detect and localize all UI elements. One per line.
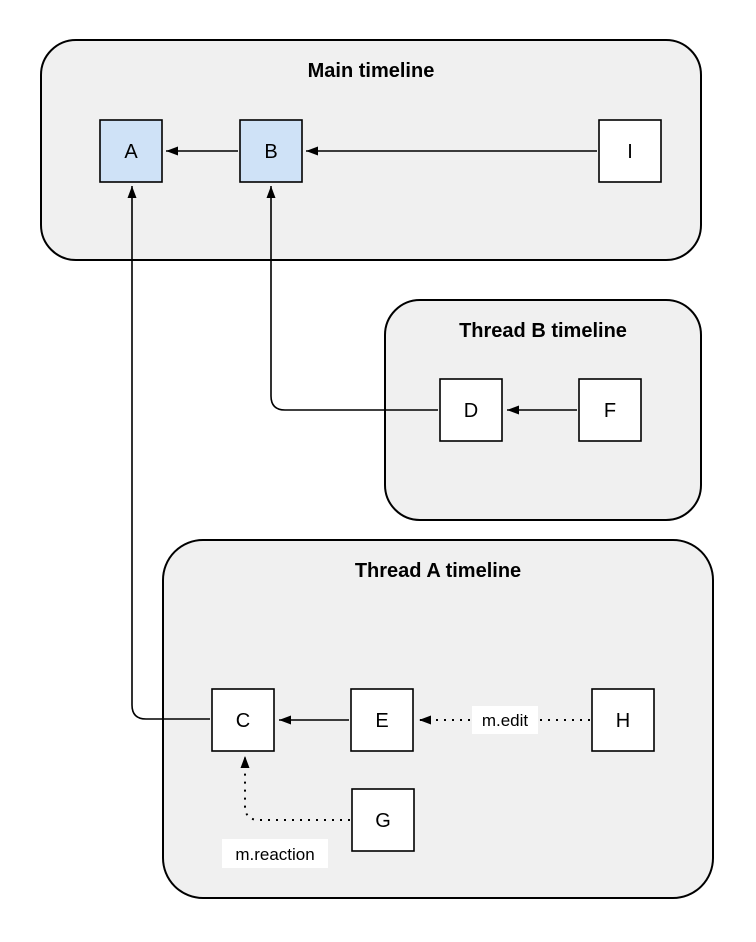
node-label-I: I xyxy=(627,141,633,163)
node-A: A xyxy=(99,119,163,183)
node-box-I xyxy=(598,119,662,183)
node-C: C xyxy=(211,688,275,752)
node-F: F xyxy=(578,378,642,442)
node-box-H xyxy=(591,688,655,752)
container-title-main-timeline: Main timeline xyxy=(308,60,435,82)
node-label-H: H xyxy=(616,710,630,732)
edge-label-bg-m-reaction xyxy=(222,839,328,868)
node-box-B xyxy=(239,119,303,183)
edge-label-bg-m-edit xyxy=(472,706,538,734)
container-main-timeline xyxy=(40,39,702,261)
edge-G-to-C xyxy=(240,756,350,821)
edge-label-m-reaction: m.reaction xyxy=(235,845,314,864)
node-box-C xyxy=(211,688,275,752)
node-label-F: F xyxy=(604,400,616,422)
node-box-D xyxy=(439,378,503,442)
node-B: B xyxy=(239,119,303,183)
node-label-B: B xyxy=(264,141,277,163)
node-box-E xyxy=(350,688,414,752)
node-H: H xyxy=(591,688,655,752)
node-box-G xyxy=(351,788,415,852)
edge-D-to-B xyxy=(266,186,438,411)
node-E: E xyxy=(350,688,414,752)
container-title-thread-a-timeline: Thread A timeline xyxy=(355,560,521,582)
node-label-G: G xyxy=(375,810,391,832)
node-label-D: D xyxy=(464,400,478,422)
edge-label-m-edit: m.edit xyxy=(482,711,529,730)
node-label-E: E xyxy=(375,710,388,732)
node-G: G xyxy=(351,788,415,852)
node-box-A xyxy=(99,119,163,183)
node-box-F xyxy=(578,378,642,442)
node-D: D xyxy=(439,378,503,442)
node-label-A: A xyxy=(124,141,138,163)
container-title-thread-b-timeline: Thread B timeline xyxy=(459,320,627,342)
node-label-C: C xyxy=(236,710,250,732)
node-I: I xyxy=(598,119,662,183)
edge-C-to-A xyxy=(127,186,210,720)
